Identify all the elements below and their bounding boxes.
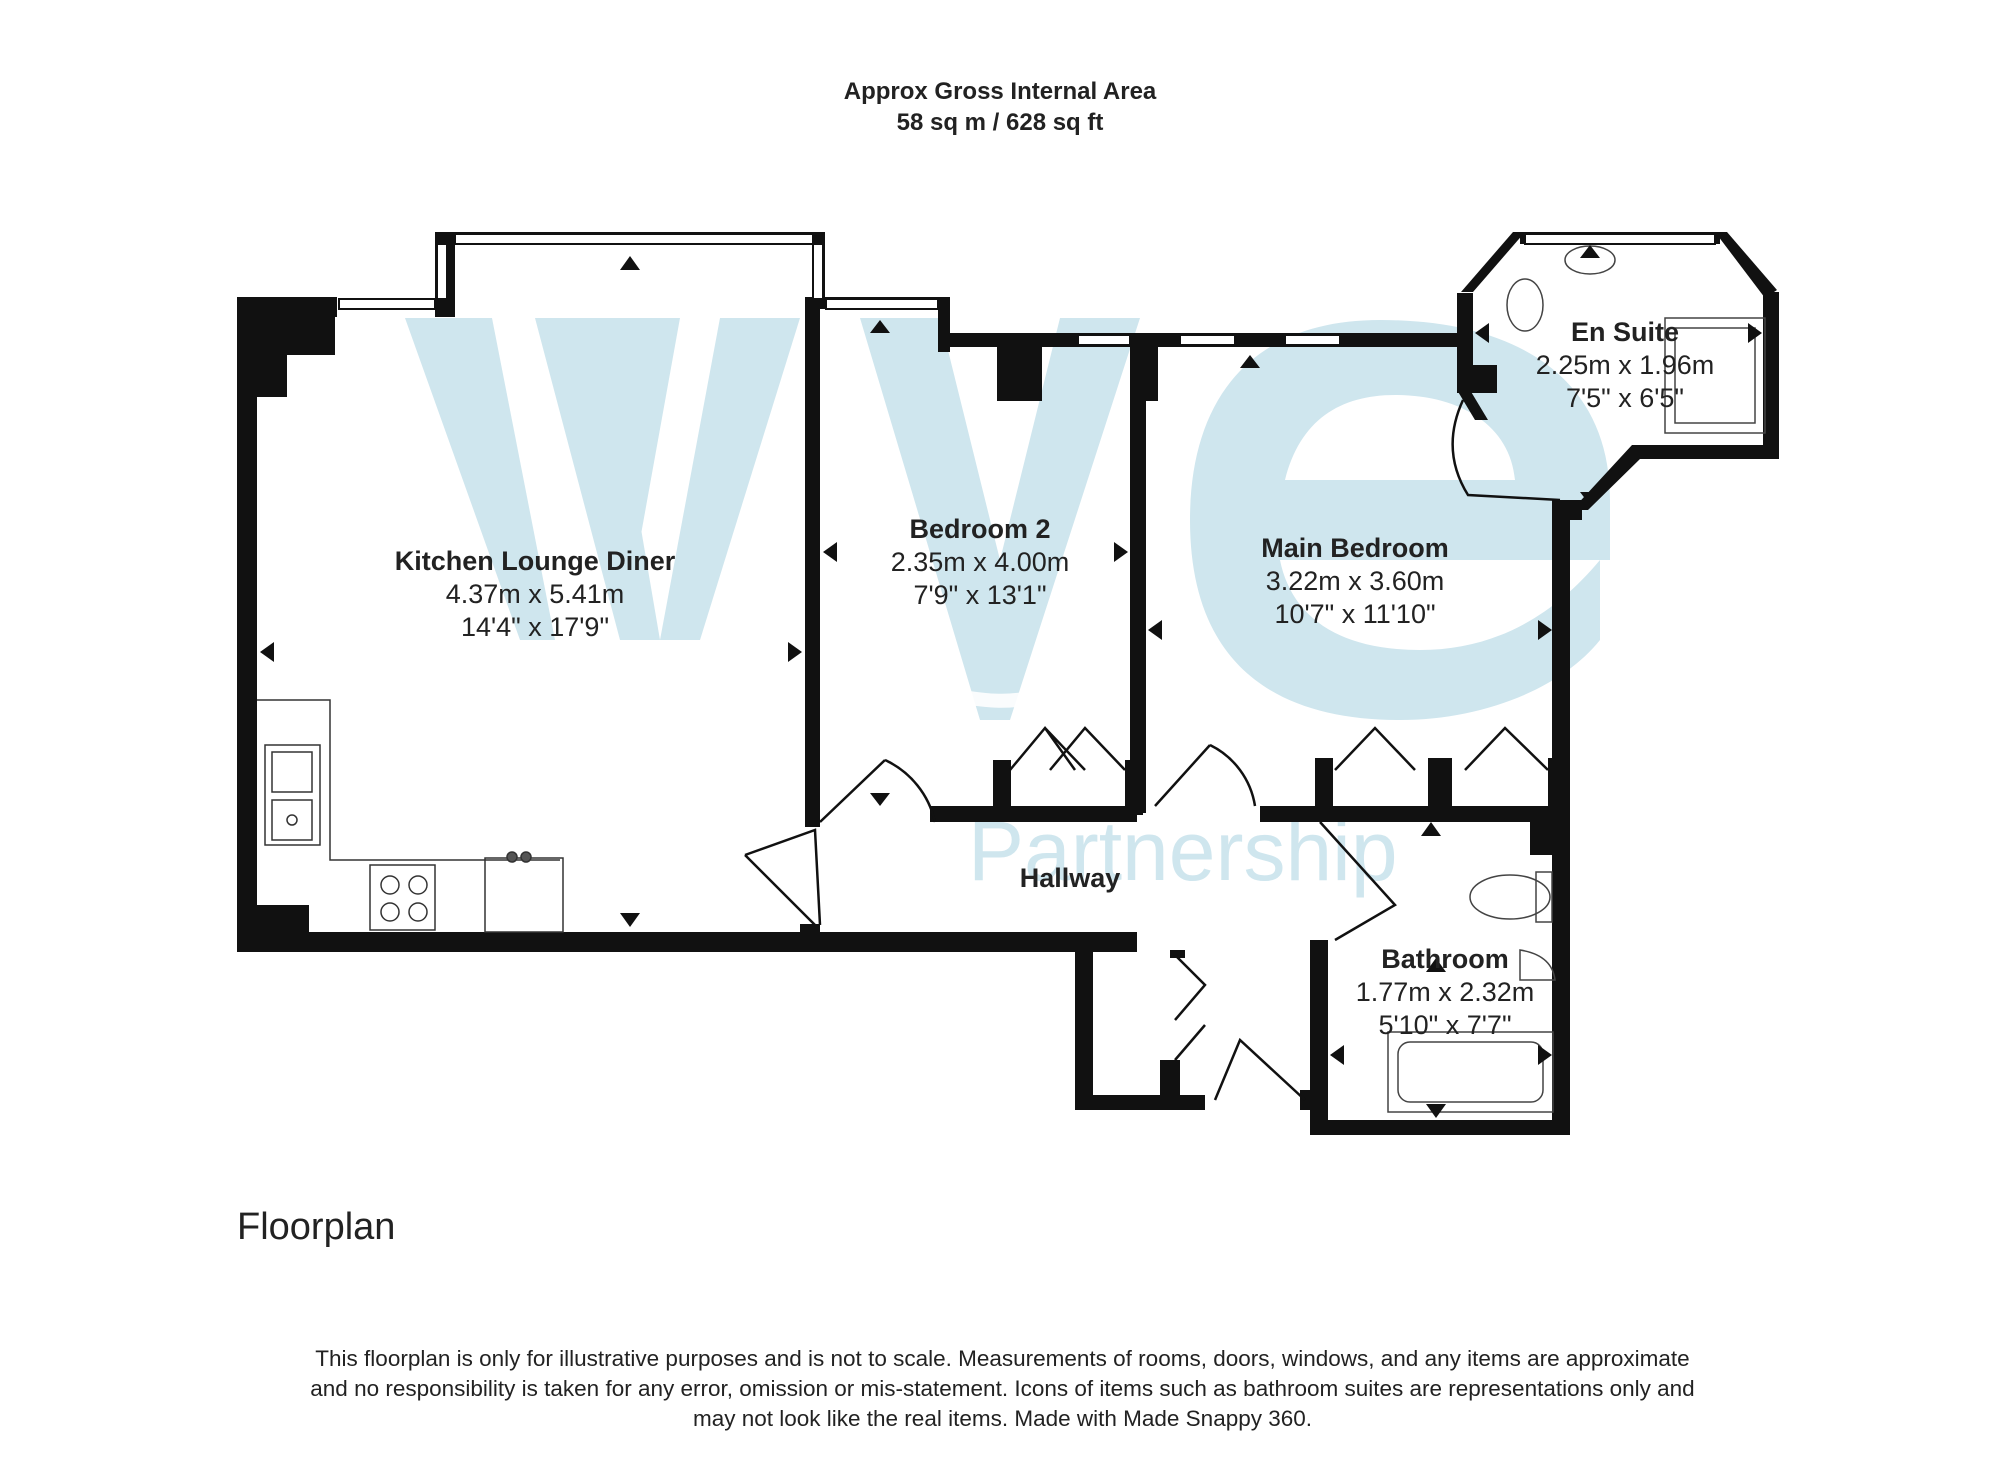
- bathroom-suite: [1387, 245, 1766, 1113]
- room-label-en-suite: En Suite 2.25m x 1.96m 7'5" x 6'5": [1515, 316, 1735, 415]
- disclaimer: This floorplan is only for illustrative …: [240, 1344, 1765, 1434]
- room-size-metric: 1.77m x 2.32m: [1355, 977, 1535, 1007]
- gross-area-title: Approx Gross Internal Area: [843, 78, 1157, 105]
- room-size-imperial: 10'7" x 11'10": [1274, 599, 1436, 629]
- watermark-waves: [457, 682, 1043, 788]
- disclaimer-line: may not look like the real items. Made w…: [692, 1406, 1313, 1431]
- room-label-main-bedroom: Main Bedroom 3.22m x 3.60m 10'7" x 11'10…: [1220, 532, 1490, 631]
- room-name: Bathroom: [1381, 944, 1509, 974]
- room-size-metric: 2.35m x 4.00m: [890, 547, 1070, 577]
- kitchen-units: [257, 699, 564, 933]
- disclaimer-line: and no responsibility is taken for any e…: [310, 1376, 1695, 1401]
- room-label-bedroom-2: Bedroom 2 2.35m x 4.00m 7'9" x 13'1": [860, 513, 1100, 612]
- disclaimer-line: This floorplan is only for illustrative …: [315, 1346, 1690, 1371]
- gross-area-header: Approx Gross Internal Area 58 sq m / 628…: [0, 76, 2000, 138]
- room-size-imperial: 7'5" x 6'5": [1565, 383, 1685, 413]
- room-name: En Suite: [1570, 317, 1679, 347]
- room-name: Hallway: [1019, 863, 1121, 893]
- room-label-hallway: Hallway: [960, 862, 1180, 895]
- measurement-arrows: [260, 245, 1762, 1118]
- gross-area-value: 58 sq m / 628 sq ft: [896, 109, 1104, 136]
- room-size-metric: 3.22m x 3.60m: [1265, 566, 1445, 596]
- room-size-metric: 4.37m x 5.41m: [445, 579, 625, 609]
- room-name: Kitchen Lounge Diner: [394, 546, 676, 576]
- room-size-imperial: 7'9" x 13'1": [913, 580, 1047, 610]
- room-size-imperial: 5'10" x 7'7": [1378, 1010, 1512, 1040]
- windows: [338, 233, 1716, 346]
- room-size-imperial: 14'4" x 17'9": [460, 612, 610, 642]
- room-name: Bedroom 2: [909, 514, 1051, 544]
- room-label-bathroom: Bathroom 1.77m x 2.32m 5'10" x 7'7": [1335, 943, 1555, 1042]
- watermark-logo: [405, 318, 1610, 720]
- room-size-metric: 2.25m x 1.96m: [1535, 350, 1715, 380]
- doors: [744, 399, 1561, 1101]
- floorplan-heading: Floorplan: [237, 1206, 396, 1248]
- room-name: Main Bedroom: [1261, 533, 1449, 563]
- room-label-kitchen: Kitchen Lounge Diner 4.37m x 5.41m 14'4"…: [340, 545, 730, 644]
